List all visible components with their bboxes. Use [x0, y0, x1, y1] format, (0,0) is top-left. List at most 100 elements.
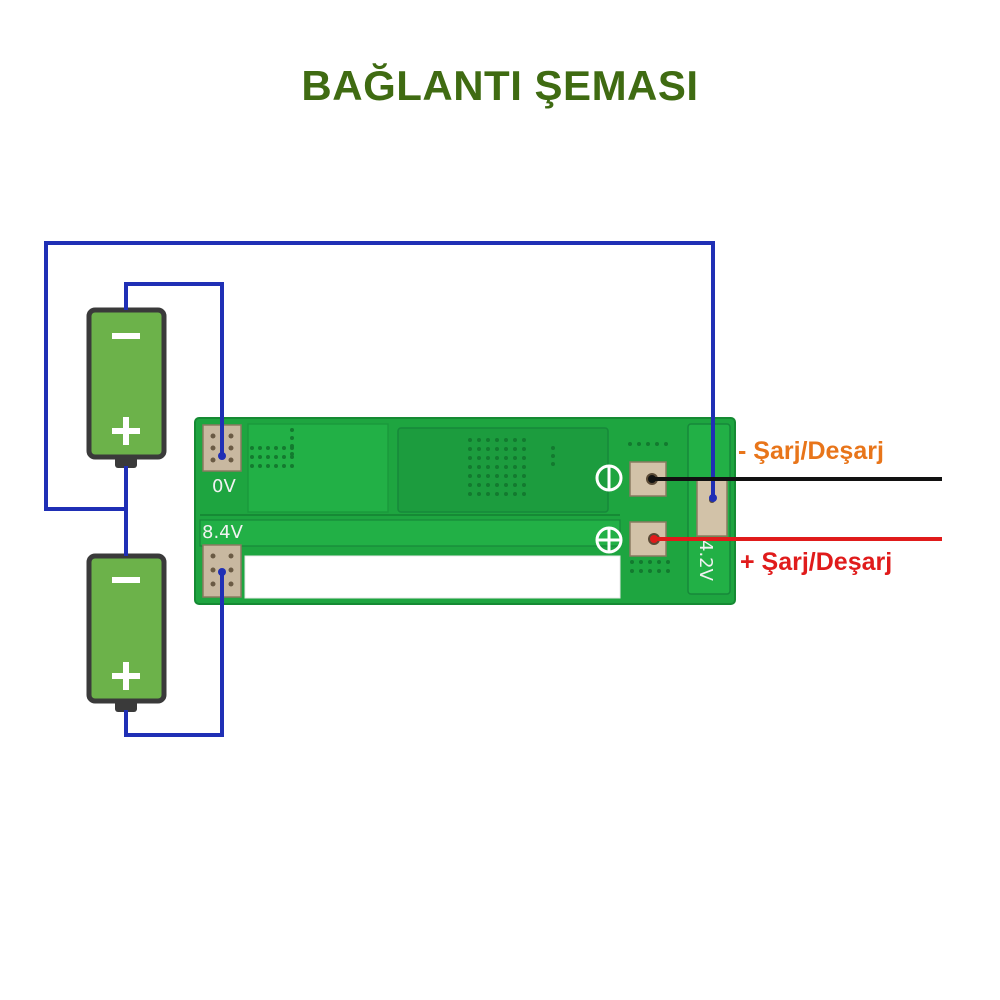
via-dot: [258, 455, 262, 459]
via-dot: [486, 438, 490, 442]
plus-circle-icon: [595, 526, 623, 554]
via-dot: [504, 492, 508, 496]
via-dot: [504, 465, 508, 469]
page-title: BAĞLANTI ŞEMASI: [301, 62, 699, 109]
via-dot: [513, 456, 517, 460]
pcb-label-area: [244, 555, 621, 599]
via-dot: [477, 456, 481, 460]
via-dot: [522, 465, 526, 469]
bms-board: 0V 8.4V 4.2V: [194, 417, 736, 605]
via-dot: [486, 456, 490, 460]
via-dot: [468, 438, 472, 442]
pad-holes: [210, 433, 234, 587]
via-dot: [504, 456, 508, 460]
via-dot: [646, 442, 650, 446]
via-dot: [495, 492, 499, 496]
via-dot: [486, 447, 490, 451]
via-dot: [495, 465, 499, 469]
via-dot: [504, 438, 508, 442]
via-dot: [630, 560, 634, 564]
via-dot: [282, 446, 286, 450]
via-dot: [639, 569, 643, 573]
via-dot: [290, 436, 294, 440]
via-dot: [513, 474, 517, 478]
via-dot: [274, 446, 278, 450]
pcb-via-dots: [250, 428, 670, 573]
label-plus-charge: + Şarj/Deşarj: [740, 548, 892, 576]
via-dot: [477, 474, 481, 478]
via-dot: [486, 483, 490, 487]
via-dot: [477, 483, 481, 487]
via-dot: [495, 483, 499, 487]
via-dot: [628, 442, 632, 446]
via-dot: [266, 455, 270, 459]
via-dot: [486, 492, 490, 496]
wire-bottom-plus-to-84v: [124, 572, 224, 737]
via-dot: [513, 465, 517, 469]
battery-bottom: [86, 553, 167, 712]
via-dot: [513, 483, 517, 487]
via-dot: [655, 442, 659, 446]
via-dot: [495, 456, 499, 460]
via-dot: [522, 456, 526, 460]
via-dot: [250, 464, 254, 468]
via-dot: [664, 442, 668, 446]
label-0v: 0V: [212, 476, 236, 497]
via-dot: [477, 438, 481, 442]
pcb-lower-strip: [199, 519, 621, 547]
via-dot: [504, 483, 508, 487]
via-dot: [477, 492, 481, 496]
via-dot: [522, 438, 526, 442]
via-dot: [477, 465, 481, 469]
via-dot: [250, 446, 254, 450]
via-dot: [551, 454, 555, 458]
via-dot: [290, 452, 294, 456]
via-dot: [551, 462, 555, 466]
via-dot: [274, 464, 278, 468]
via-dot: [522, 483, 526, 487]
minus-sign: [112, 577, 140, 583]
via-dot: [266, 464, 270, 468]
via-dot: [250, 455, 254, 459]
via-dot: [274, 455, 278, 459]
label-minus-charge: - Şarj/Deşarj: [738, 437, 884, 465]
battery-top: [86, 307, 167, 468]
via-dot: [522, 492, 526, 496]
via-dot: [290, 444, 294, 448]
via-dot: [495, 474, 499, 478]
minus-sign: [112, 333, 140, 339]
via-dot: [290, 464, 294, 468]
via-dot: [513, 438, 517, 442]
via-dot: [290, 428, 294, 432]
via-dot: [486, 465, 490, 469]
via-dot: [468, 465, 472, 469]
via-dot: [657, 560, 661, 564]
via-dot: [630, 569, 634, 573]
via-dot: [266, 446, 270, 450]
plus-sign-v: [123, 417, 129, 445]
via-dot: [551, 446, 555, 450]
wire-outer-loop: [44, 241, 715, 511]
via-dot: [522, 474, 526, 478]
label-84v: 8.4V: [202, 522, 244, 543]
via-dot: [468, 483, 472, 487]
via-dot: [468, 474, 472, 478]
label-42v: 4.2V: [695, 540, 716, 582]
via-dot: [666, 560, 670, 564]
wire-top-minus-to-0v: [124, 282, 224, 456]
via-dot: [504, 447, 508, 451]
via-dot: [648, 569, 652, 573]
via-dot: [657, 569, 661, 573]
via-dot: [648, 560, 652, 564]
via-dot: [639, 560, 643, 564]
via-dot: [468, 492, 472, 496]
via-dot: [477, 447, 481, 451]
via-dot: [666, 569, 670, 573]
via-dot: [258, 446, 262, 450]
blue-wires: [44, 241, 715, 737]
via-dot: [513, 447, 517, 451]
via-dot: [282, 464, 286, 468]
via-dot: [495, 447, 499, 451]
via-dot: [495, 438, 499, 442]
